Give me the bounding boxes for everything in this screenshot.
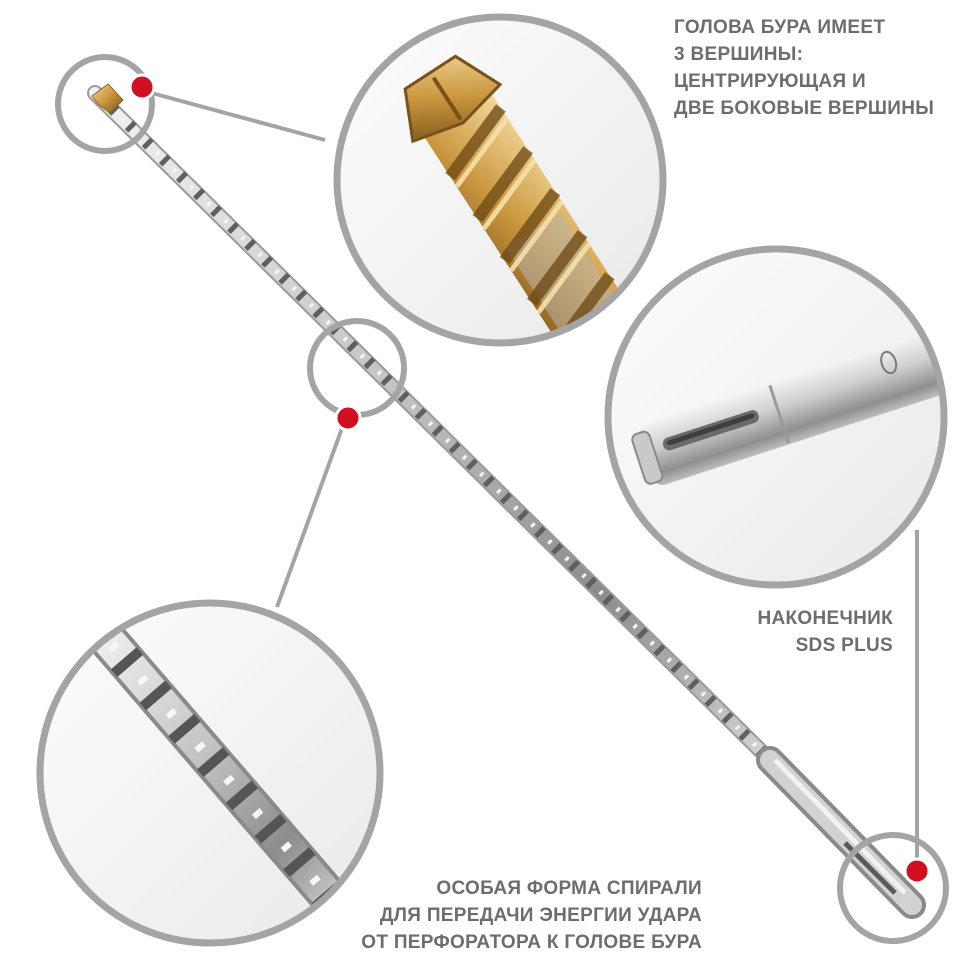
drill-bit xyxy=(87,83,926,919)
caption-spiral-line-2: ДЛЯ ПЕРЕДАЧИ ЭНЕРГИИ УДАРА xyxy=(379,905,702,926)
caption-drill-head-line-3: ЦЕНТРИРУЮЩАЯ И xyxy=(674,71,866,92)
zoom-sds-tip xyxy=(604,245,948,589)
zoom-spiral xyxy=(36,599,384,947)
marker-sds xyxy=(903,857,931,885)
caption-spiral-line-1: ОСОБАЯ ФОРМА СПИРАЛИ xyxy=(436,878,702,899)
sds-ring xyxy=(837,832,949,944)
caption-spiral-line-3: ОТ ПЕРФОРАТОРА К ГОЛОВЕ БУРА xyxy=(361,932,702,953)
red-markers xyxy=(128,73,931,885)
head-ring xyxy=(55,54,155,154)
connector-lines xyxy=(147,90,919,865)
caption-drill-head: ГОЛОВА БУРА ИМЕЕТ 3 ВЕРШИНЫ: ЦЕНТРИРУЮЩА… xyxy=(674,14,934,122)
marker-spiral xyxy=(334,404,362,432)
spiral-ring xyxy=(307,318,407,418)
caption-drill-head-line-4: ДВЕ БОКОВЫЕ ВЕРШИНЫ xyxy=(674,98,935,119)
caption-drill-head-line-2: 3 ВЕРШИНЫ: xyxy=(674,44,804,65)
caption-sds-tip-line-2: SDS PLUS xyxy=(795,635,893,656)
marker-head xyxy=(128,73,156,101)
caption-sds-tip: НАКОНЕЧНИК SDS PLUS xyxy=(700,605,893,659)
caption-spiral: ОСОБАЯ ФОРМА СПИРАЛИ ДЛЯ ПЕРЕДАЧИ ЭНЕРГИ… xyxy=(300,875,702,956)
caption-drill-head-line-1: ГОЛОВА БУРА ИМЕЕТ xyxy=(674,17,886,38)
caption-sds-tip-line-1: НАКОНЕЧНИК xyxy=(757,608,893,629)
